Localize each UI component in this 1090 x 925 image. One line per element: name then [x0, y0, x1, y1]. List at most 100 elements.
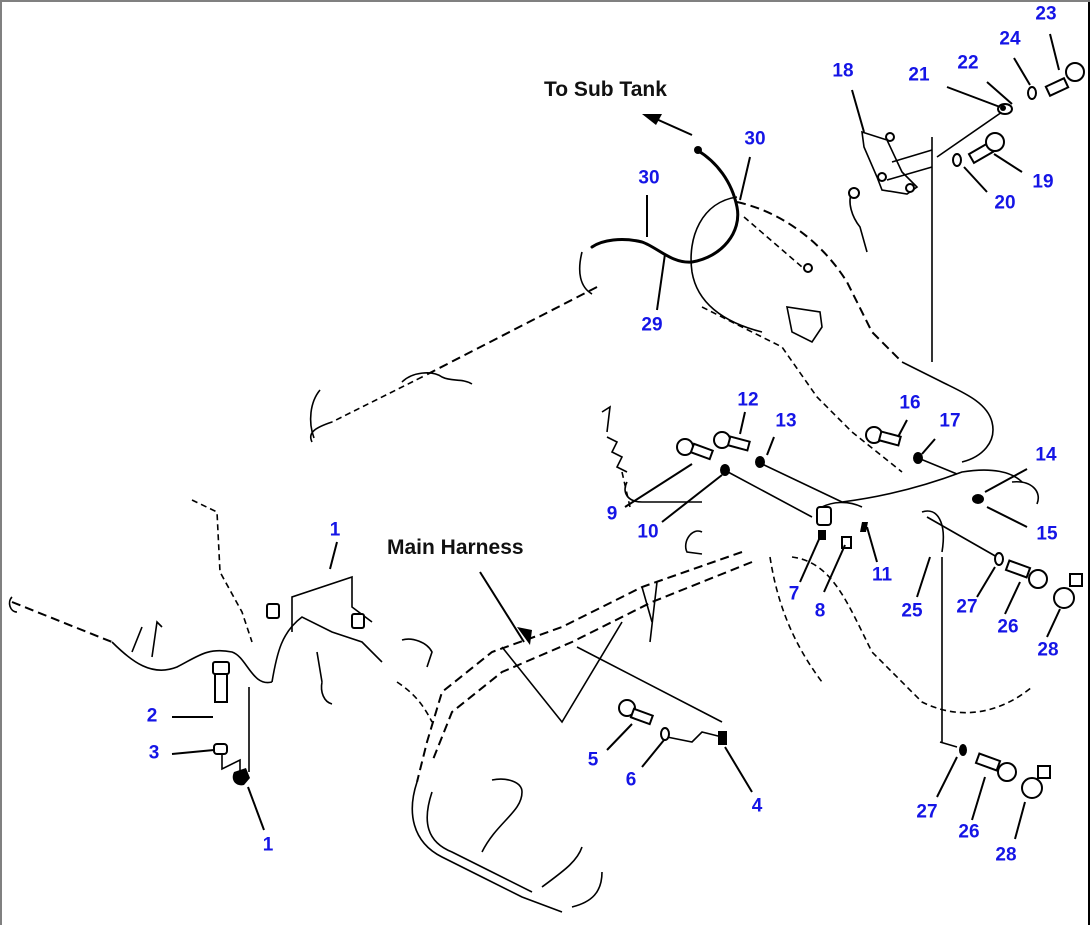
leader-28b [1014, 801, 1026, 840]
left-harness-riser [191, 499, 253, 643]
leader-3 [171, 749, 215, 755]
callout-28: 28 [995, 844, 1017, 866]
main-harness [411, 530, 1033, 913]
harness-right-branch [841, 469, 1023, 503]
connector-block [785, 306, 823, 344]
leader-20 [963, 166, 988, 193]
bolt-12 [713, 431, 751, 452]
harness-branch [578, 251, 593, 295]
harness-run-right [736, 201, 903, 363]
bracket-guide-lines [886, 149, 933, 181]
leader-29 [656, 253, 666, 311]
clamp-4 [718, 731, 727, 745]
washer-6-guide [666, 731, 723, 743]
callout-11: 11 [871, 564, 893, 586]
harness-branch-9 [624, 481, 702, 503]
bolt-9 [676, 438, 715, 461]
bracket-assembly [861, 62, 1085, 362]
leader-26a [1004, 581, 1021, 615]
branch-connectors-lower [541, 846, 603, 908]
callout-14: 14 [1035, 444, 1057, 466]
leader-28a [1046, 608, 1061, 638]
leader-10 [661, 474, 723, 523]
harness-run-left-end [331, 376, 423, 423]
leader-24 [1013, 57, 1031, 86]
harness-loop-10 [684, 530, 703, 555]
callout-20: 20 [994, 192, 1016, 214]
callout-8: 8 [814, 600, 826, 622]
left-harness-right [271, 616, 383, 683]
clamp-11 [860, 522, 868, 532]
harness-right-branches [769, 556, 1033, 714]
leader-23 [1049, 33, 1060, 71]
sub-tank-harness [309, 114, 994, 473]
callout-19: 19 [1032, 171, 1054, 193]
callout-1: 1 [262, 834, 274, 856]
left-harness-branches [131, 620, 163, 658]
harness-run-center [701, 306, 903, 473]
clamp-1b [351, 613, 365, 629]
sub-tank-cable [590, 148, 740, 264]
left-harness-body [111, 641, 273, 684]
leader-9 [624, 463, 693, 508]
left-connector-end [8, 596, 18, 613]
leader-15 [986, 506, 1028, 528]
callout-26: 26 [958, 821, 980, 843]
nut-3-guide [221, 754, 241, 772]
washer-27 [994, 552, 1004, 566]
leader-7 [799, 536, 821, 583]
callout-23: 23 [1035, 3, 1057, 25]
harness-drop [621, 471, 631, 508]
leader-27a [976, 566, 996, 598]
callout-6: 6 [625, 769, 637, 791]
main-harness-tail-inner [426, 791, 533, 893]
callout-18: 18 [832, 60, 854, 82]
callout-17: 17 [939, 410, 961, 432]
callout-16: 16 [899, 392, 921, 414]
lower-right-parts [959, 744, 1051, 799]
leader-13 [766, 436, 775, 456]
callout-22: 22 [957, 52, 979, 74]
bracket-leader-1 [291, 575, 373, 632]
leader-lines [171, 33, 1061, 840]
harness-run-left [421, 286, 598, 378]
bolt-26-lower [974, 752, 1017, 782]
callout-28: 28 [1037, 639, 1059, 661]
bolt-26 [1004, 559, 1048, 589]
connector-end [803, 263, 813, 273]
washer-17-guide [917, 457, 958, 475]
connector-strip [601, 405, 628, 473]
callout-27: 27 [916, 801, 938, 823]
clamp-leader-4b [576, 646, 723, 723]
to-sub-tank-arrow-shaft [653, 117, 693, 136]
leader-1a [329, 541, 338, 570]
leader-8 [823, 544, 846, 593]
guide-line-27 [939, 557, 958, 748]
nut-21 [1000, 105, 1006, 111]
main-harness-lower [431, 561, 753, 763]
leader-26b [971, 776, 986, 821]
leader-18 [851, 89, 865, 133]
left-harness-run [11, 601, 113, 643]
leader-5 [606, 723, 633, 751]
callout-13: 13 [775, 410, 797, 432]
callout-4: 4 [751, 795, 763, 817]
leader-17 [921, 438, 936, 455]
main-harness-arrowhead-icon [517, 627, 532, 645]
callout-25: 25 [901, 600, 923, 622]
washer-22-guide [936, 111, 1003, 158]
callout-21: 21 [908, 64, 930, 86]
washer-10 [720, 464, 730, 476]
leader-4 [724, 746, 753, 793]
harness-loop [690, 196, 763, 333]
callout-30: 30 [638, 167, 660, 189]
callout-30: 30 [744, 128, 766, 150]
leader-14 [984, 468, 1028, 493]
left-to-main-link [396, 681, 433, 723]
callout-1: 1 [329, 519, 341, 541]
washer-24 [1027, 86, 1037, 100]
main-harness-label: Main Harness [387, 536, 524, 559]
grommet [821, 501, 863, 508]
bracket-hole [877, 172, 887, 182]
bracket-hole [905, 183, 915, 193]
